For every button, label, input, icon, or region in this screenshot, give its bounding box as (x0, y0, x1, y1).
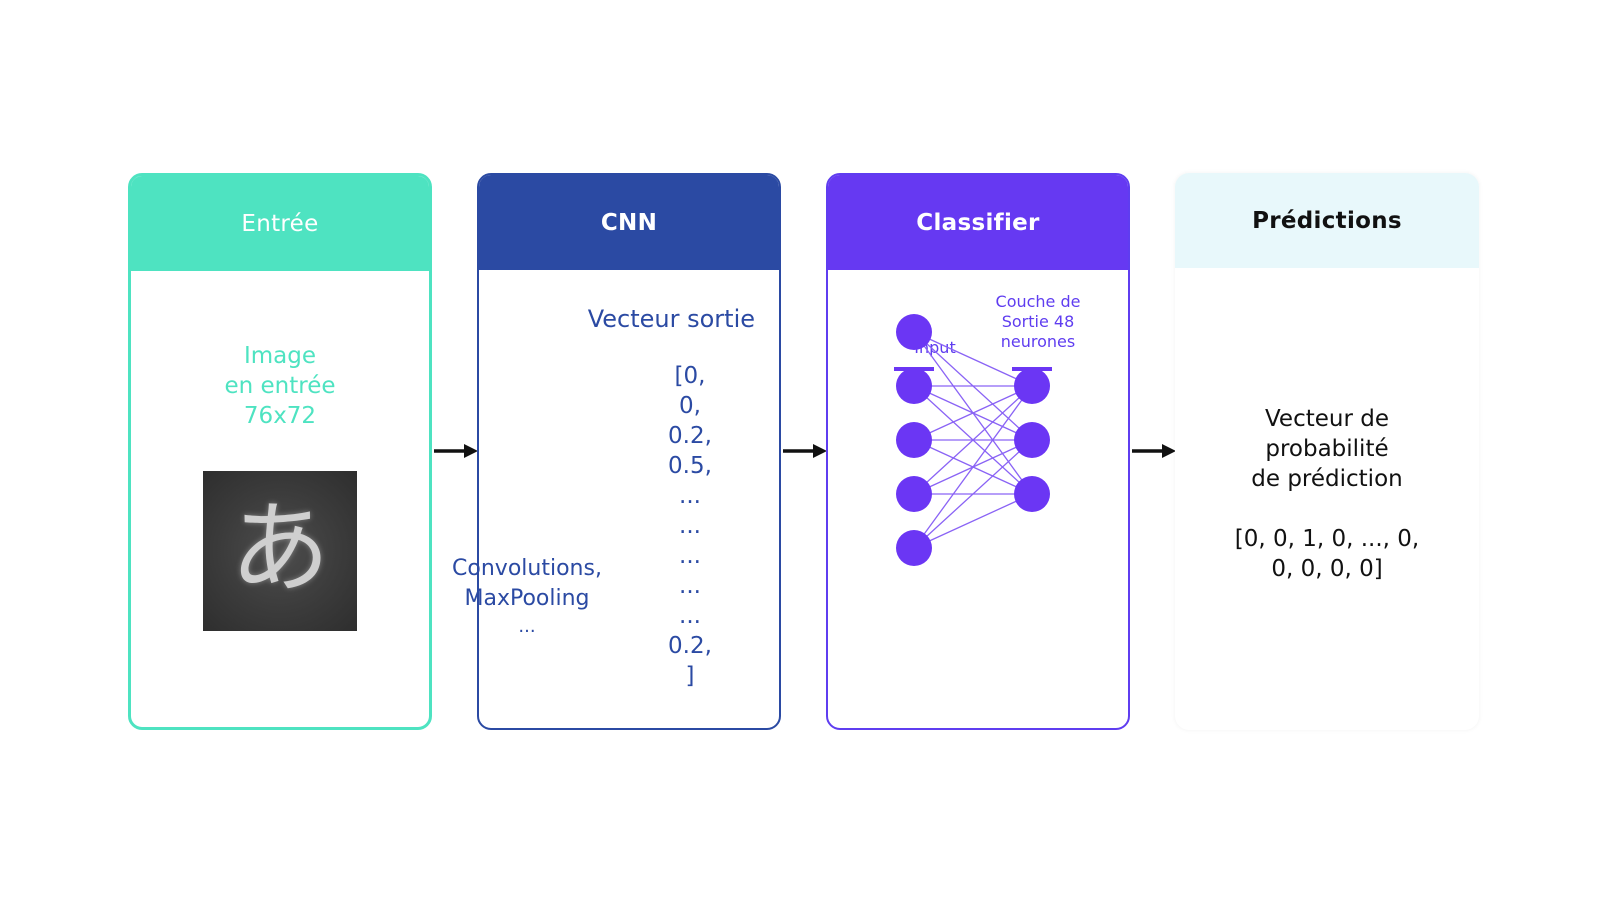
prediction-vector-line: 0, 0, 0, 0] (1271, 556, 1383, 582)
cnn-vector-value: 0, (679, 393, 701, 419)
network-connection (913, 385, 1033, 549)
cnn-vector-value: 0.2, (668, 423, 712, 449)
cnn-vector-value: ] (685, 663, 695, 689)
network-connection (913, 439, 1033, 549)
input-sample-glyph: あ (230, 490, 330, 607)
stage-classifier-card: Classifier Input Couche de Sortie 48 neu… (826, 173, 1130, 730)
network-connection (913, 385, 1033, 441)
output-neuron (1014, 368, 1050, 404)
prediction-vector: [0, 0, 1, 0, ..., 0, 0, 0, 0, 0] (1175, 524, 1479, 584)
cnn-vector-value: ... (679, 543, 701, 569)
stage-predictions-body: Vecteur de probabilité de prédiction [0,… (1175, 268, 1479, 730)
output-neuron (1014, 422, 1050, 458)
output-label-line: Sortie 48 (1001, 312, 1075, 331)
output-neuron (1014, 476, 1050, 512)
network-connection (913, 385, 1033, 495)
stage-cnn-body: Vecteur sortie [0, 0, 0.2, 0.5,............… (479, 270, 779, 728)
stage-predictions-card: Prédictions Vecteur de probabilité de pr… (1175, 173, 1479, 730)
cnn-vector-value: 0.2, (668, 633, 712, 659)
input-image-caption: Image en entrée 76x72 (131, 341, 429, 431)
input-caption-line: Image (243, 343, 317, 369)
cnn-vector-value: ... (679, 483, 701, 509)
input-caption-line: 76x72 (243, 403, 317, 429)
output-label-line: neurones (1000, 332, 1076, 351)
cnn-operations: Convolutions, MaxPooling (439, 554, 615, 614)
stage-cnn-title: CNN (479, 175, 779, 270)
stage-cnn-card: CNN Vecteur sortie [0, 0, 0.2, 0.5,........… (477, 173, 781, 730)
arrow-right-icon (1132, 444, 1176, 458)
cnn-vector-value: ... (679, 513, 701, 539)
stage-classifier-title: Classifier (828, 175, 1128, 270)
cnn-vector-value: [0, (674, 363, 706, 389)
cnn-vector-value: 0.5, (668, 453, 712, 479)
network-connection (913, 331, 1033, 387)
arrow-right-icon (783, 444, 827, 458)
cnn-operation-line: Convolutions, (452, 556, 602, 581)
cnn-output-vector: [0, 0, 0.2, 0.5,............... 0.2,] (635, 361, 745, 691)
stage-predictions-title: Prédictions (1175, 173, 1479, 268)
stage-input-card: Entrée Image en entrée 76x72 あ (128, 173, 432, 730)
prediction-description-line: Vecteur de (1264, 406, 1389, 432)
prediction-description: Vecteur de probabilité de prédiction (1175, 404, 1479, 494)
cnn-operation-line: MaxPooling (464, 586, 590, 611)
cnn-operations-more: ... (518, 616, 536, 637)
input-neuron (896, 476, 932, 512)
output-label-line: Couche de (995, 292, 1081, 311)
prediction-vector-line: [0, 0, 1, 0, ..., 0, (1234, 526, 1420, 552)
prediction-description-line: de prédiction (1251, 466, 1403, 492)
cnn-output-title: Vecteur sortie (587, 305, 755, 333)
input-neuron (896, 530, 932, 566)
prediction-description-line: probabilité (1265, 436, 1389, 462)
cnn-vector-value: ... (679, 573, 701, 599)
stage-classifier-body: Input Couche de Sortie 48 neurones (828, 270, 1128, 728)
neural-network-diagram (894, 314, 1052, 566)
input-caption-line: en entrée (224, 373, 336, 399)
input-neuron (896, 314, 932, 350)
stage-input-title: Entrée (131, 176, 429, 271)
cnn-vector-value: ... (679, 603, 701, 629)
input-neuron (896, 422, 932, 458)
input-sample-image: あ (203, 471, 357, 631)
stage-input-body: Image en entrée 76x72 あ (131, 271, 429, 727)
arrow-right-icon (434, 444, 478, 458)
network-connection (913, 493, 1033, 549)
input-neuron (896, 368, 932, 404)
output-layer-label: Couche de Sortie 48 neurones (978, 292, 1098, 352)
